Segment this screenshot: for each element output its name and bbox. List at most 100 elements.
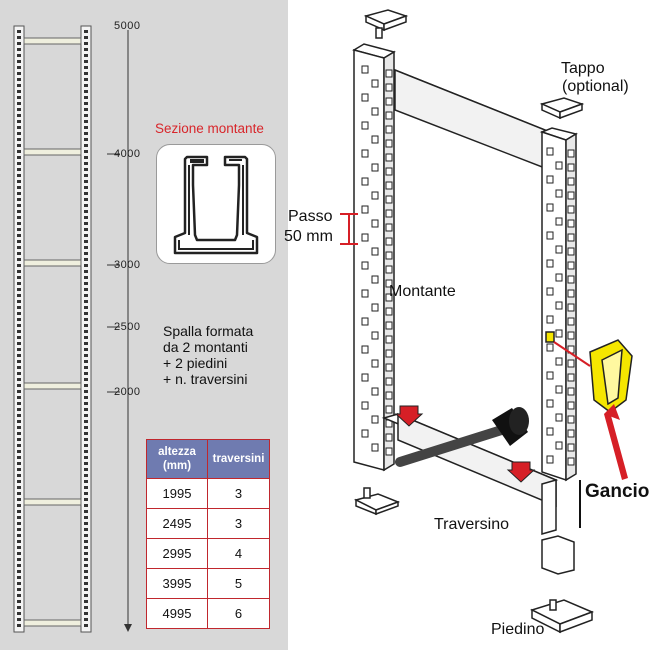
perforation-hole: [84, 102, 88, 105]
perforation-hole: [84, 438, 88, 441]
perforation-hole: [567, 163, 575, 172]
perforation-hole: [17, 222, 21, 225]
perforation-hole: [546, 203, 554, 212]
perforation-hole: [84, 120, 88, 123]
perforation-hole: [84, 306, 88, 309]
perforation-hole: [385, 349, 393, 358]
cell-traversini: 5: [207, 568, 270, 599]
perforation-hole: [371, 79, 379, 88]
perforation-hole: [84, 402, 88, 405]
perforation-hole: [84, 288, 88, 291]
perforation-hole: [84, 72, 88, 75]
scale-tick-2500: 2500: [114, 321, 141, 333]
beam: [23, 148, 82, 156]
perforation-hole: [84, 108, 88, 111]
cell-traversini: 3: [207, 478, 270, 509]
perforation-hole: [84, 42, 88, 45]
perforation-hole: [17, 414, 21, 417]
perforation-hole: [385, 139, 393, 148]
cell-altezza: 2495: [146, 508, 208, 539]
perforation-hole: [385, 293, 393, 302]
perforation-hole: [555, 245, 563, 254]
perforation-hole: [84, 390, 88, 393]
label-traversino: Traversino: [434, 516, 509, 533]
perforation-hole: [385, 83, 393, 92]
top-beam: [377, 68, 553, 172]
perforation-hole: [17, 360, 21, 363]
perforation-hole: [84, 282, 88, 285]
perforation-hole: [371, 387, 379, 396]
perforation-hole: [84, 432, 88, 435]
perforation-hole: [17, 78, 21, 81]
perforation-hole: [84, 414, 88, 417]
perforation-hole: [567, 401, 575, 410]
perforation-hole: [385, 391, 393, 400]
perforation-hole: [17, 570, 21, 573]
perforation-hole: [17, 84, 21, 87]
header-altezza: altezza (mm): [146, 439, 208, 479]
beam: [23, 382, 82, 390]
perforation-hole: [84, 450, 88, 453]
perforation-hole: [17, 186, 21, 189]
perforation-hole: [84, 588, 88, 591]
perforation-hole: [17, 114, 21, 117]
perforation-hole: [361, 261, 369, 270]
perforation-hole: [17, 342, 21, 345]
perforation-hole: [84, 276, 88, 279]
perforation-hole: [371, 191, 379, 200]
perforation-hole: [17, 216, 21, 219]
perforation-hole: [84, 126, 88, 129]
perforation-hole: [17, 444, 21, 447]
perforation-hole: [361, 373, 369, 382]
perforation-hole: [84, 408, 88, 411]
description-line: Spalla formata: [163, 323, 254, 339]
perforation-hole: [84, 528, 88, 531]
perforation-hole: [84, 534, 88, 537]
perforation-hole: [84, 516, 88, 519]
cell-traversini: 6: [207, 598, 270, 629]
perforation-hole: [84, 420, 88, 423]
upright-section-box: [156, 144, 276, 264]
perforation-hole: [17, 312, 21, 315]
description-line: da 2 montanti: [163, 339, 248, 355]
perforation-hole: [84, 96, 88, 99]
perforation-hole: [385, 209, 393, 218]
scale-tick-2000: 2000: [114, 386, 141, 398]
perforation-hole: [84, 204, 88, 207]
perforation-hole: [84, 354, 88, 357]
perforation-hole: [17, 54, 21, 57]
perforation-hole: [84, 150, 88, 153]
perforation-hole: [84, 324, 88, 327]
arrow-down-icon: [124, 624, 132, 632]
perforation-hole: [17, 396, 21, 399]
perforation-hole: [371, 415, 379, 424]
tappo-cap-icon: [363, 9, 409, 39]
perforation-hole: [17, 504, 21, 507]
perforation-hole: [17, 534, 21, 537]
perforation-hole: [84, 312, 88, 315]
perforation-hole: [84, 456, 88, 459]
perforation-hole: [17, 294, 21, 297]
perforation-hole: [17, 384, 21, 387]
perforation-hole: [17, 516, 21, 519]
perforation-hole: [17, 618, 21, 621]
perforation-hole: [17, 402, 21, 405]
perforation-hole: [17, 162, 21, 165]
perforation-hole: [555, 161, 563, 170]
perforation-hole: [17, 90, 21, 93]
perforation-hole: [84, 138, 88, 141]
perforation-hole: [17, 240, 21, 243]
perforation-hole: [17, 486, 21, 489]
perforation-hole: [84, 624, 88, 627]
label-piedino: Piedino: [491, 621, 545, 638]
frame-description: Spalla formata da 2 montanti + 2 piedini…: [163, 323, 253, 387]
perforation-hole: [371, 219, 379, 228]
perforation-hole: [84, 66, 88, 69]
perforation-hole: [17, 348, 21, 351]
piedino-foot-icon: [530, 535, 595, 634]
right-montante: [539, 127, 578, 482]
perforation-hole: [84, 444, 88, 447]
perforation-hole: [84, 336, 88, 339]
